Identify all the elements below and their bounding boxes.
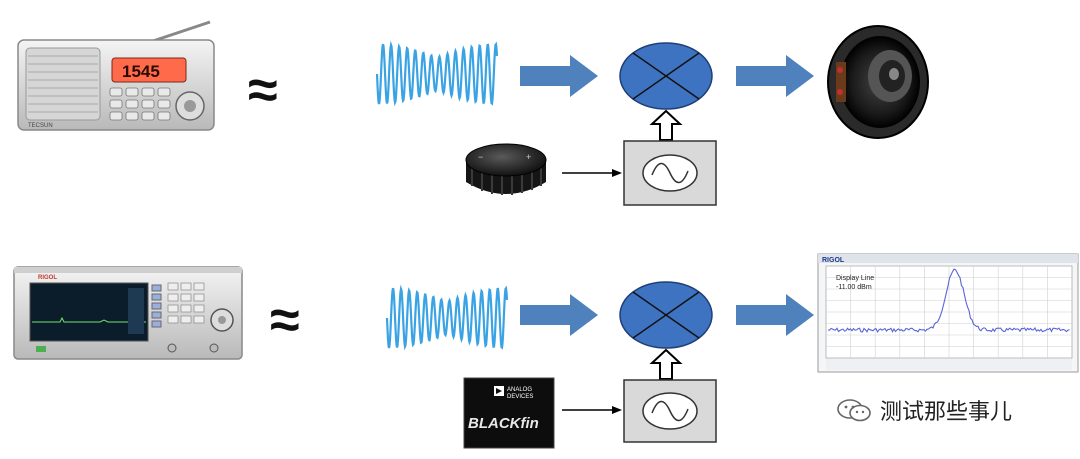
analyzer-brand: RIGOL [38, 275, 57, 281]
spectrum-trace [827, 268, 1070, 333]
chip-product: BLACKfin [468, 415, 539, 432]
arrow-mixer-to-output-1 [736, 55, 814, 97]
arrow-signal-to-mixer-2 [520, 294, 598, 336]
chip-vendor-line1: ANALOG [507, 387, 532, 393]
radio-brand: TECSUN [28, 123, 53, 129]
arrow-signal-to-mixer-1 [520, 55, 598, 97]
local-oscillator-1 [623, 140, 717, 206]
knob-icon: − + [465, 143, 547, 195]
approx-symbol-2: ≈ [270, 290, 300, 350]
svg-text:−: − [478, 152, 483, 162]
arrow-lo-to-mixer-2 [649, 348, 683, 380]
speaker-icon [827, 25, 929, 139]
mixer-1 [619, 42, 713, 110]
watermark-text: 测试那些事儿 [880, 400, 1013, 425]
input-signal-wave-1 [375, 40, 499, 107]
radio-display: 1545 [122, 62, 160, 81]
local-oscillator-2 [623, 379, 717, 443]
input-signal-wave-2 [385, 284, 509, 351]
arrow-lo-to-mixer-1 [649, 109, 683, 141]
svg-text:+: + [526, 152, 531, 162]
spectrum-analyzer-image: RIGOL [13, 266, 243, 360]
dsp-chip-icon: ANALOG DEVICES BLACKfin [463, 377, 555, 449]
display-line-value: -11.00 dBm [836, 284, 872, 291]
mixer-2 [619, 281, 713, 349]
arrow-mixer-to-output-2 [736, 294, 814, 336]
spectrum-display: RIGOL Display Line -11.00 dBm [817, 253, 1079, 373]
radio-image: 1545 TECSUN [17, 20, 215, 131]
display-line-label: Display Line [836, 275, 874, 282]
approx-symbol-1: ≈ [248, 60, 278, 120]
chip-vendor-line2: DEVICES [507, 394, 533, 400]
wechat-icon [837, 399, 871, 422]
watermark: 测试那些事儿 [836, 394, 1012, 426]
spectrum-brand: RIGOL [822, 257, 845, 264]
